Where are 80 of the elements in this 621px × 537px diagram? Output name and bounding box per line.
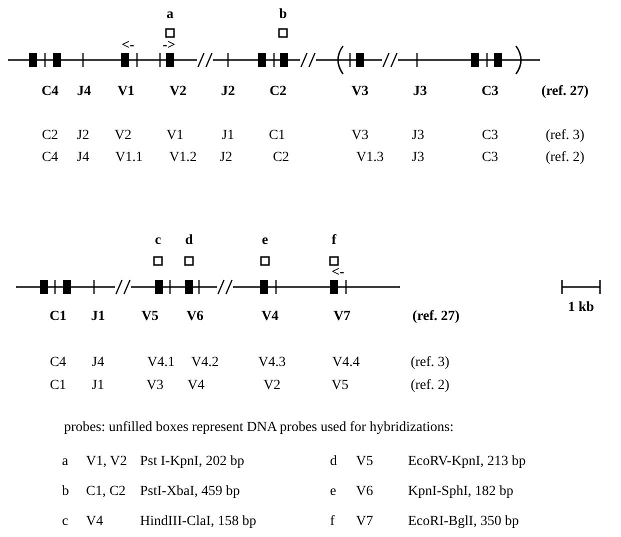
probe-genes: V4 <box>86 515 104 529</box>
gene-label: C4 <box>41 85 59 99</box>
gene-label: V6 <box>186 310 204 324</box>
orientation-mark: <- <box>332 266 344 280</box>
gene-label: C4 <box>42 151 58 165</box>
gene-label: C4 <box>50 356 66 370</box>
probe-letter: c <box>62 515 68 529</box>
reference-label: (ref. 27) <box>412 310 460 324</box>
gene-label: J3 <box>412 129 424 143</box>
gene-label: J3 <box>412 151 424 165</box>
gene-label: J4 <box>92 356 104 370</box>
gene-label: C1 <box>268 129 286 143</box>
gene-label: C3 <box>481 85 499 99</box>
probe-fragment: HindIII-ClaI, 158 bp <box>140 515 256 529</box>
gene-label: V2 <box>169 85 187 99</box>
probe-genes: V1, V2 <box>86 455 127 469</box>
probe-letter: d <box>185 234 193 248</box>
gene-label: J1 <box>92 379 104 393</box>
gene-label: V4.2 <box>191 356 219 370</box>
gene-label: J4 <box>77 85 91 99</box>
gene-label: C3 <box>482 151 498 165</box>
gene-label: C3 <box>482 129 498 143</box>
gene-label: V1.2 <box>169 151 197 165</box>
probe-fragment: Pst I-KpnI, 202 bp <box>140 455 244 469</box>
gene-label: V5 <box>331 379 349 393</box>
gene-label: J2 <box>221 85 235 99</box>
gene-label: J4 <box>76 151 90 165</box>
probe-letter: c <box>154 234 162 248</box>
gene-label: V7 <box>333 310 351 324</box>
probe-letter: a <box>62 455 68 469</box>
probe-fragment: PstI-XbaI, 459 bp <box>140 485 240 499</box>
reference-label: (ref. 3) <box>546 129 584 143</box>
gene-label: J2 <box>76 129 90 143</box>
reference-label: (ref. 27) <box>541 85 589 99</box>
gene-label: V4.3 <box>258 356 286 370</box>
note-text: probes: unfilled boxes represent DNA probes used for hybridizations: <box>64 421 454 435</box>
probe-letter: f <box>332 234 336 248</box>
gene-label: V4 <box>261 310 279 324</box>
gene-label: C2 <box>272 151 290 165</box>
probe-letter: f <box>330 515 335 529</box>
probe-genes: V5 <box>356 455 374 469</box>
gene-label: V3 <box>351 129 369 143</box>
gene-label: V3 <box>146 379 164 393</box>
gene-label: V1 <box>166 129 184 143</box>
probe-fragment: EcoRV-KpnI, 213 bp <box>408 455 526 469</box>
gene-label: V3 <box>351 85 369 99</box>
gene-label: V1.1 <box>115 151 143 165</box>
gene-label: C1 <box>49 310 67 324</box>
probe-letter: b <box>62 485 69 499</box>
gene-label: V2 <box>114 129 132 143</box>
reference-label: (ref. 2) <box>546 151 584 165</box>
gene-label: J2 <box>220 151 232 165</box>
gene-label: J1 <box>91 310 105 324</box>
probe-letter: d <box>330 455 337 469</box>
probe-fragment: EcoRI-BglI, 350 bp <box>408 515 519 529</box>
probe-fragment: KpnI-SphI, 182 bp <box>408 485 514 499</box>
probe-genes: V7 <box>356 515 374 529</box>
gene-label: V2 <box>263 379 281 393</box>
gene-label: V4.1 <box>147 356 175 370</box>
gene-label: J3 <box>413 85 427 99</box>
probe-letter: e <box>262 234 268 248</box>
reference-label: (ref. 2) <box>410 379 450 393</box>
gene-label: C2 <box>42 129 58 143</box>
gene-label: V4.4 <box>332 356 360 370</box>
probe-genes: V6 <box>356 485 374 499</box>
orientation-mark: -> <box>162 39 176 53</box>
probe-letter: e <box>330 485 336 499</box>
orientation-mark: <- <box>122 39 134 53</box>
gene-label: J1 <box>222 129 234 143</box>
gene-label: V1 <box>117 85 135 99</box>
reference-label: (ref. 3) <box>410 356 450 370</box>
gene-label: V1.3 <box>356 151 384 165</box>
gene-label: C1 <box>50 379 66 393</box>
scale-label: 1 kb <box>568 301 594 315</box>
probe-letter: b <box>279 8 287 22</box>
probe-genes: C1, C2 <box>86 485 126 499</box>
gene-label: C2 <box>269 85 287 99</box>
probe-letter: a <box>166 8 174 22</box>
gene-label: V5 <box>141 310 159 324</box>
gene-label: V4 <box>187 379 205 393</box>
